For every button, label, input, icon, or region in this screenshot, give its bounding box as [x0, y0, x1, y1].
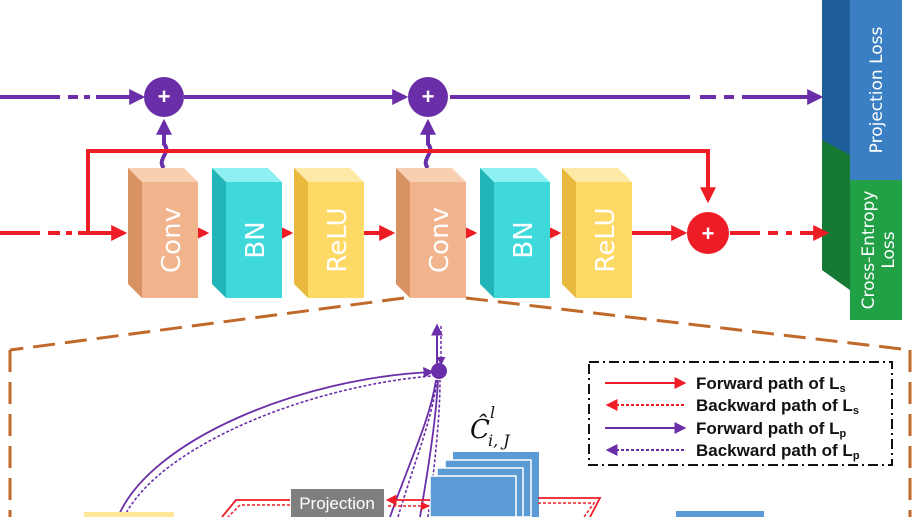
- legend-sub-1: s: [840, 383, 846, 395]
- bn-2-label: BN: [509, 221, 539, 258]
- feature-label-sup: l: [490, 403, 495, 422]
- feature-label-sub: i, J: [488, 431, 511, 450]
- feature-map-stack: [429, 452, 539, 517]
- svg-text:+: +: [702, 221, 715, 246]
- add-node-red: [687, 212, 729, 254]
- svg-text:+: +: [422, 84, 435, 109]
- loss-column: Projection Loss Cross-Entropy Loss: [822, 0, 902, 320]
- svg-text:+: +: [158, 84, 171, 109]
- residual-shortcut: [86, 149, 716, 232]
- conv-2-label: Conv: [425, 207, 455, 273]
- add-node-purple-2: [408, 77, 448, 117]
- legend-item-forward-ls: Forward path of Ls: [605, 374, 846, 395]
- svg-text:Forward path of Lp: Forward path of Lp: [696, 419, 847, 440]
- svg-text:Forward path of Ls: Forward path of Ls: [696, 374, 846, 395]
- projection-box-label: Projection: [299, 494, 375, 513]
- svg-text:Backward path of Lp: Backward path of Lp: [696, 441, 860, 462]
- projection-path: + +: [0, 77, 824, 170]
- legend-sub-2: s: [853, 405, 859, 417]
- detail-sum-node: [431, 363, 447, 379]
- feature-map-label: Ĉ l i, J: [470, 403, 511, 450]
- layer-relu-2: ReLU: [562, 168, 632, 298]
- layer-conv-2: Conv: [396, 168, 466, 298]
- legend-label-3: Forward path of L: [696, 419, 840, 438]
- detail-paths: [117, 323, 447, 517]
- cross-entropy-loss-label-line2: Loss: [879, 231, 899, 268]
- cross-entropy-loss-label-line1: Cross-Entropy: [859, 191, 879, 310]
- legend-sub-4: p: [853, 450, 860, 462]
- legend-label-2: Backward path of L: [696, 396, 853, 415]
- conv-1-label: Conv: [157, 207, 187, 273]
- svg-text:Backward path of Ls: Backward path of Ls: [696, 396, 859, 417]
- zoom-outline: [8, 296, 912, 517]
- bottom-block-right: [676, 511, 764, 517]
- legend-item-backward-ls: Backward path of Ls: [605, 396, 859, 417]
- layer-relu-1: ReLU: [294, 168, 364, 298]
- projection-loss-label: Projection Loss: [867, 26, 887, 153]
- layer-bn-2: BN: [480, 168, 550, 298]
- bottom-block-left: [84, 512, 174, 517]
- feature-label-base: Ĉ: [470, 413, 490, 445]
- bn-1-label: BN: [241, 221, 271, 258]
- legend-label-4: Backward path of L: [696, 441, 853, 460]
- legend-sub-3: p: [840, 428, 847, 440]
- layer-conv-1: Conv: [128, 168, 198, 298]
- projection-box: Projection: [291, 489, 384, 517]
- relu-2-label: ReLU: [591, 207, 621, 272]
- legend-item-backward-lp: Backward path of Lp: [605, 441, 860, 462]
- relu-1-label: ReLU: [323, 207, 353, 272]
- add-node-purple-1: [144, 77, 184, 117]
- legend-label-1: Forward path of L: [696, 374, 840, 393]
- forward-main-line: +: [0, 212, 830, 254]
- detail-red-paths: [221, 494, 602, 517]
- legend: Forward path of Ls Backward path of Ls F…: [588, 361, 893, 466]
- layer-bn-1: BN: [212, 168, 282, 298]
- legend-item-forward-lp: Forward path of Lp: [605, 419, 847, 440]
